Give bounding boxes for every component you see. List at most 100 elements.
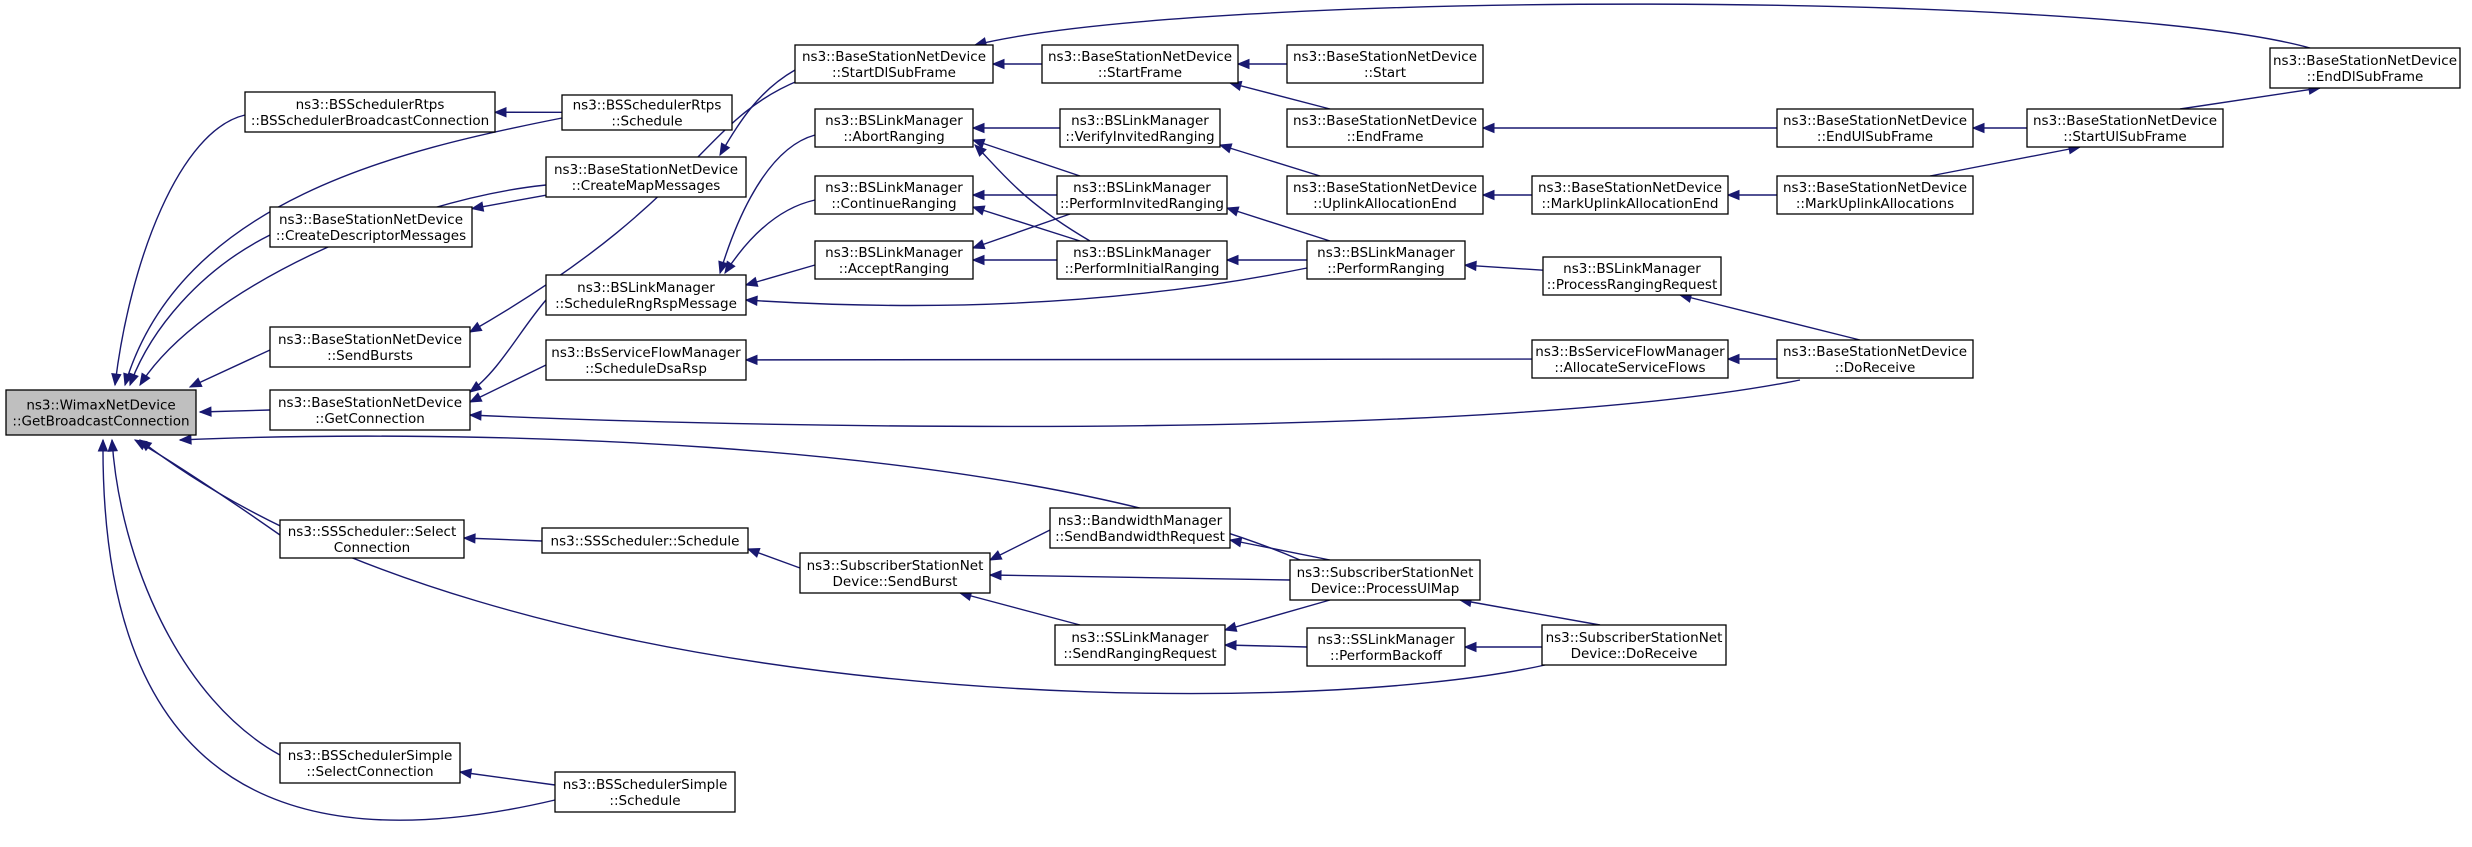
edge-ssnd_procul-to-ssnd_sendburst (989, 574, 1291, 581)
node-ssnd_procul[interactable]: ns3::SubscriberStationNetDevice::Process… (1289, 559, 1481, 601)
node-sss_sched[interactable]: ns3::SSScheduler::Schedule (541, 527, 749, 554)
node-bsnd_endframe[interactable]: ns3::BaseStationNetDevice::EndFrame (1286, 108, 1484, 148)
edge-bslm_perfinit-to-bslm_abort-arrowhead (974, 144, 987, 157)
node-bslm_perfrng[interactable]: ns3::BSLinkManager::PerformRanging (1306, 240, 1466, 280)
node-bslm_verify[interactable]: ns3::BSLinkManager::VerifyInvitedRanging (1059, 108, 1221, 148)
node-box (814, 240, 974, 280)
node-box (1531, 175, 1729, 215)
edge-bsnd_uplinkend-to-bslm_verify-arrowhead (1218, 143, 1233, 154)
edge-bssfm_alloc-to-bssfm_dsarsp (745, 358, 1533, 361)
edge-bsnd_startdl-to-bsnd_sendbursts-arrowhead (468, 321, 483, 333)
node-label-line: ns3::BaseStationNetDevice (1783, 113, 1967, 129)
node-bslm_abort[interactable]: ns3::BSLinkManager::AbortRanging (814, 108, 974, 148)
node-bsnd_startdl[interactable]: ns3::BaseStationNetDevice::StartDlSubFra… (794, 44, 994, 84)
node-bsnd_markend[interactable]: ns3::BaseStationNetDevice::MarkUplinkAll… (1531, 175, 1729, 215)
edge-bslm_abort-to-bslm_schedrng-arrowhead (718, 260, 729, 275)
node-label-line: ns3::BaseStationNetDevice (2033, 113, 2217, 129)
node-label-line: ns3::BSLinkManager (1073, 245, 1211, 261)
node-bsnd_getconn[interactable]: ns3::BaseStationNetDevice::GetConnection (269, 389, 471, 431)
node-bslm_procrng[interactable]: ns3::BSLinkManager::ProcessRangingReques… (1542, 256, 1722, 296)
node-bsnd_uplinkend[interactable]: ns3::BaseStationNetDevice::UplinkAllocat… (1286, 175, 1484, 215)
node-root[interactable]: ns3::WimaxNetDevice::GetBroadcastConnect… (5, 389, 197, 436)
node-bsrtps_bcast[interactable]: ns3::BSSchedulerRtps::BSSchedulerBroadca… (244, 91, 496, 133)
edge-bslm_perfrng-to-bslm_perfinv-arrowhead (1225, 206, 1240, 217)
node-label-line: ::SendBursts (327, 348, 413, 364)
node-box (269, 206, 473, 248)
node-label-line: ns3::BaseStationNetDevice (278, 332, 462, 348)
edge-sss_sched-to-sss_select (463, 537, 543, 542)
node-label-line: ::SelectConnection (306, 764, 433, 780)
node-bssfm_dsarsp[interactable]: ns3::BsServiceFlowManager::ScheduleDsaRs… (545, 339, 747, 381)
node-ssnd_doreceive[interactable]: ns3::SubscriberStationNetDevice::DoRecei… (1541, 624, 1727, 666)
edge-bsnd_doreceive-to-bsnd_getconn-arrowhead (468, 410, 482, 421)
node-bsnd_start[interactable]: ns3::BaseStationNetDevice::Start (1286, 44, 1484, 84)
node-bsnd_sendbursts[interactable]: ns3::BaseStationNetDevice::SendBursts (269, 326, 471, 368)
node-bslm_accept[interactable]: ns3::BSLinkManager::AcceptRanging (814, 240, 974, 280)
node-label-line: ::GetConnection (315, 411, 425, 427)
node-label-line: ::StartDlSubFrame (832, 65, 956, 81)
node-bslm_perfinv[interactable]: ns3::BSLinkManager::PerformInvitedRangin… (1056, 175, 1228, 215)
node-box (1776, 175, 1974, 215)
edge-bsnd_uplinkend-to-bslm_verify (1219, 144, 1321, 177)
edge-ssnd_procul-to-ssnd_sendburst-arrowhead (988, 569, 1002, 581)
node-bwm_sendbw[interactable]: ns3::BandwidthManager::SendBandwidthRequ… (1049, 507, 1231, 549)
edge-bsnd_createmap-to-root-arrowhead (139, 372, 151, 387)
node-label-line: ::EndDlSubFrame (2307, 69, 2424, 85)
edge-ssnd_procul-to-sslm_sendrng-arrowhead (1223, 621, 1238, 632)
node-bsnd_createdesc[interactable]: ns3::BaseStationNetDevice::CreateDescrip… (269, 206, 473, 248)
edge-bssimple_select-to-root (111, 439, 281, 756)
node-bsnd_enddl[interactable]: ns3::BaseStationNetDevice::EndDlSubFrame (2269, 47, 2461, 89)
node-label-line: ns3::BSLinkManager (1317, 245, 1455, 261)
node-bsnd_doreceive[interactable]: ns3::BaseStationNetDevice::DoReceive (1776, 339, 1974, 379)
node-label-line: ::AbortRanging (843, 129, 944, 145)
edge-bslm_accept-to-bslm_schedrng-arrowhead (744, 276, 759, 287)
node-label-line: ns3::BSLinkManager (1563, 261, 1701, 277)
node-bssimple_sched[interactable]: ns3::BSSchedulerSimple::Schedule (554, 771, 736, 813)
node-bslm_perfinit[interactable]: ns3::BSLinkManager::PerformInitialRangin… (1056, 240, 1228, 280)
node-box (269, 326, 471, 368)
node-bslm_schedrng[interactable]: ns3::BSLinkManager::ScheduleRngRspMessag… (545, 274, 747, 316)
edge-bslm_perfinv-to-bslm_abort (972, 139, 1081, 177)
node-bsnd_endul[interactable]: ns3::BaseStationNetDevice::EndUlSubFrame (1776, 108, 1974, 148)
node-label-line: ::StartFrame (1098, 65, 1182, 81)
node-box (1776, 339, 1974, 379)
edge-bslm_perfinit-to-bslm_continue-arrowhead (971, 205, 986, 216)
node-bsnd_startul[interactable]: ns3::BaseStationNetDevice::StartUlSubFra… (2026, 108, 2224, 148)
node-bsnd_startframe[interactable]: ns3::BaseStationNetDevice::StartFrame (1041, 44, 1239, 84)
node-box (1541, 624, 1727, 666)
node-sslm_sendrng[interactable]: ns3::SSLinkManager::SendRangingRequest (1054, 624, 1226, 666)
node-box (545, 339, 747, 381)
node-label-line: ::GetBroadcastConnection (12, 414, 189, 430)
node-label-line: ns3::BSSchedulerRtps (296, 97, 445, 113)
node-box (1059, 108, 1221, 148)
node-label-line: ::Start (1364, 65, 1406, 81)
edge-ssnd_procul-to-root-arrowhead (178, 434, 192, 445)
edge-bssimple_select-to-root-arrowhead (107, 438, 118, 452)
edge-bslm_perfinv-to-bslm_abort-arrowhead (971, 138, 986, 149)
node-label-line: ns3::BaseStationNetDevice (1048, 49, 1232, 65)
node-box (1054, 624, 1226, 666)
node-bsrtps_sched[interactable]: ns3::BSSchedulerRtps::Schedule (561, 94, 733, 131)
node-label-line: ns3::BSLinkManager (825, 245, 963, 261)
node-sss_select[interactable]: ns3::SSScheduler::SelectConnection (279, 519, 465, 559)
node-label-line: Device::DoReceive (1571, 646, 1698, 662)
node-bslm_continue[interactable]: ns3::BSLinkManager::ContinueRanging (814, 175, 974, 215)
node-box (1049, 507, 1231, 549)
node-ssnd_sendburst[interactable]: ns3::SubscriberStationNetDevice::SendBur… (799, 552, 991, 594)
node-box (1306, 240, 1466, 280)
node-bsnd_createmap[interactable]: ns3::BaseStationNetDevice::CreateMapMess… (545, 156, 747, 198)
node-box (1289, 559, 1481, 601)
node-sslm_backoff[interactable]: ns3::SSLinkManager::PerformBackoff (1306, 627, 1466, 667)
edge-ssnd_doreceive-to-sslm_backoff-arrowhead (1463, 641, 1477, 653)
node-box (561, 94, 733, 131)
node-bssfm_alloc[interactable]: ns3::BsServiceFlowManager::AllocateServi… (1531, 339, 1729, 379)
node-label-line: ::PerformInitialRanging (1065, 261, 1220, 277)
node-label-line: ns3::BSSchedulerSimple (288, 748, 453, 764)
edge-bsnd_startul-to-bsnd_enddl (2179, 87, 2321, 110)
node-bsnd_markalloc[interactable]: ns3::BaseStationNetDevice::MarkUplinkAll… (1776, 175, 1974, 215)
node-bssimple_select[interactable]: ns3::BSSchedulerSimple::SelectConnection (279, 742, 461, 784)
node-label-line: ::StartUlSubFrame (2063, 129, 2186, 145)
node-box (1286, 44, 1484, 84)
edge-ssnd_sendburst-to-sss_sched-arrowhead (746, 548, 761, 558)
